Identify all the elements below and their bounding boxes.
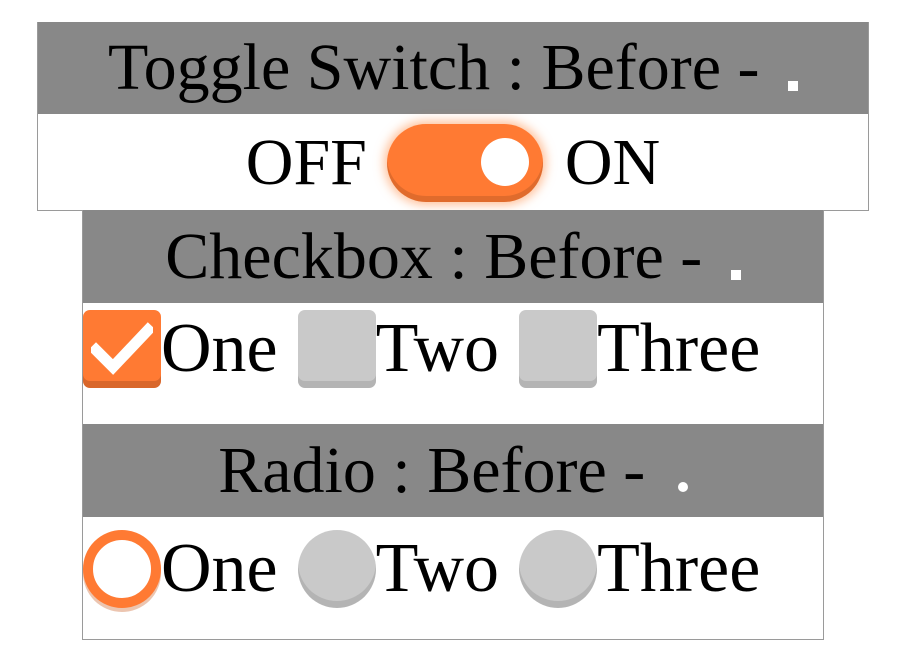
toggle-off-label: OFF	[245, 126, 367, 199]
checkbox-panel: Checkbox : Before - One Two Three	[82, 210, 824, 422]
radio-label-three: Three	[597, 530, 761, 607]
radio-one[interactable]	[83, 530, 161, 608]
checkbox-two[interactable]	[297, 310, 376, 388]
checkbox-option-two[interactable]: Two	[297, 310, 500, 388]
checkbox-label-two: Two	[375, 310, 500, 387]
radio-two[interactable]	[297, 530, 376, 608]
toggle-switch[interactable]	[386, 124, 543, 202]
radio-label-two: Two	[375, 530, 500, 607]
checkbox-label-three: Three	[597, 310, 761, 387]
radio-section-title: Radio : Before -	[218, 434, 662, 507]
toggle-section-title: Toggle Switch : Before -	[107, 31, 777, 104]
checkbox-label-one: One	[161, 310, 278, 387]
checkbox-one[interactable]	[83, 310, 161, 388]
radio-panel: Radio : Before - One Two Three	[82, 420, 824, 640]
round-dot-icon	[677, 482, 688, 492]
radio-option-three[interactable]: Three	[519, 530, 760, 608]
toggle-row: OFF ON	[38, 115, 868, 211]
radio-option-two[interactable]: Two	[297, 530, 500, 608]
square-dot-icon	[730, 270, 741, 280]
checkbox-section-title: Checkbox : Before -	[165, 220, 719, 293]
toggle-switch-panel: Toggle Switch : Before - OFF ON	[37, 22, 869, 211]
radio-three[interactable]	[519, 530, 598, 608]
checkbox-group: One Two Three	[83, 307, 823, 391]
checkmark-icon	[91, 322, 153, 375]
radio-group: One Two Three	[83, 527, 823, 611]
checkbox-option-one[interactable]: One	[83, 310, 278, 388]
toggle-section-header: Toggle Switch : Before -	[38, 22, 868, 114]
toggle-knob	[480, 138, 529, 186]
square-dot-icon	[788, 81, 799, 91]
toggle-on-label: ON	[564, 126, 661, 199]
checkbox-section-header: Checkbox : Before -	[83, 210, 823, 303]
radio-section-header: Radio : Before -	[83, 424, 823, 517]
checkbox-option-three[interactable]: Three	[519, 310, 760, 388]
radio-option-one[interactable]: One	[83, 530, 278, 608]
checkbox-three[interactable]	[519, 310, 598, 388]
radio-label-one: One	[161, 530, 278, 607]
